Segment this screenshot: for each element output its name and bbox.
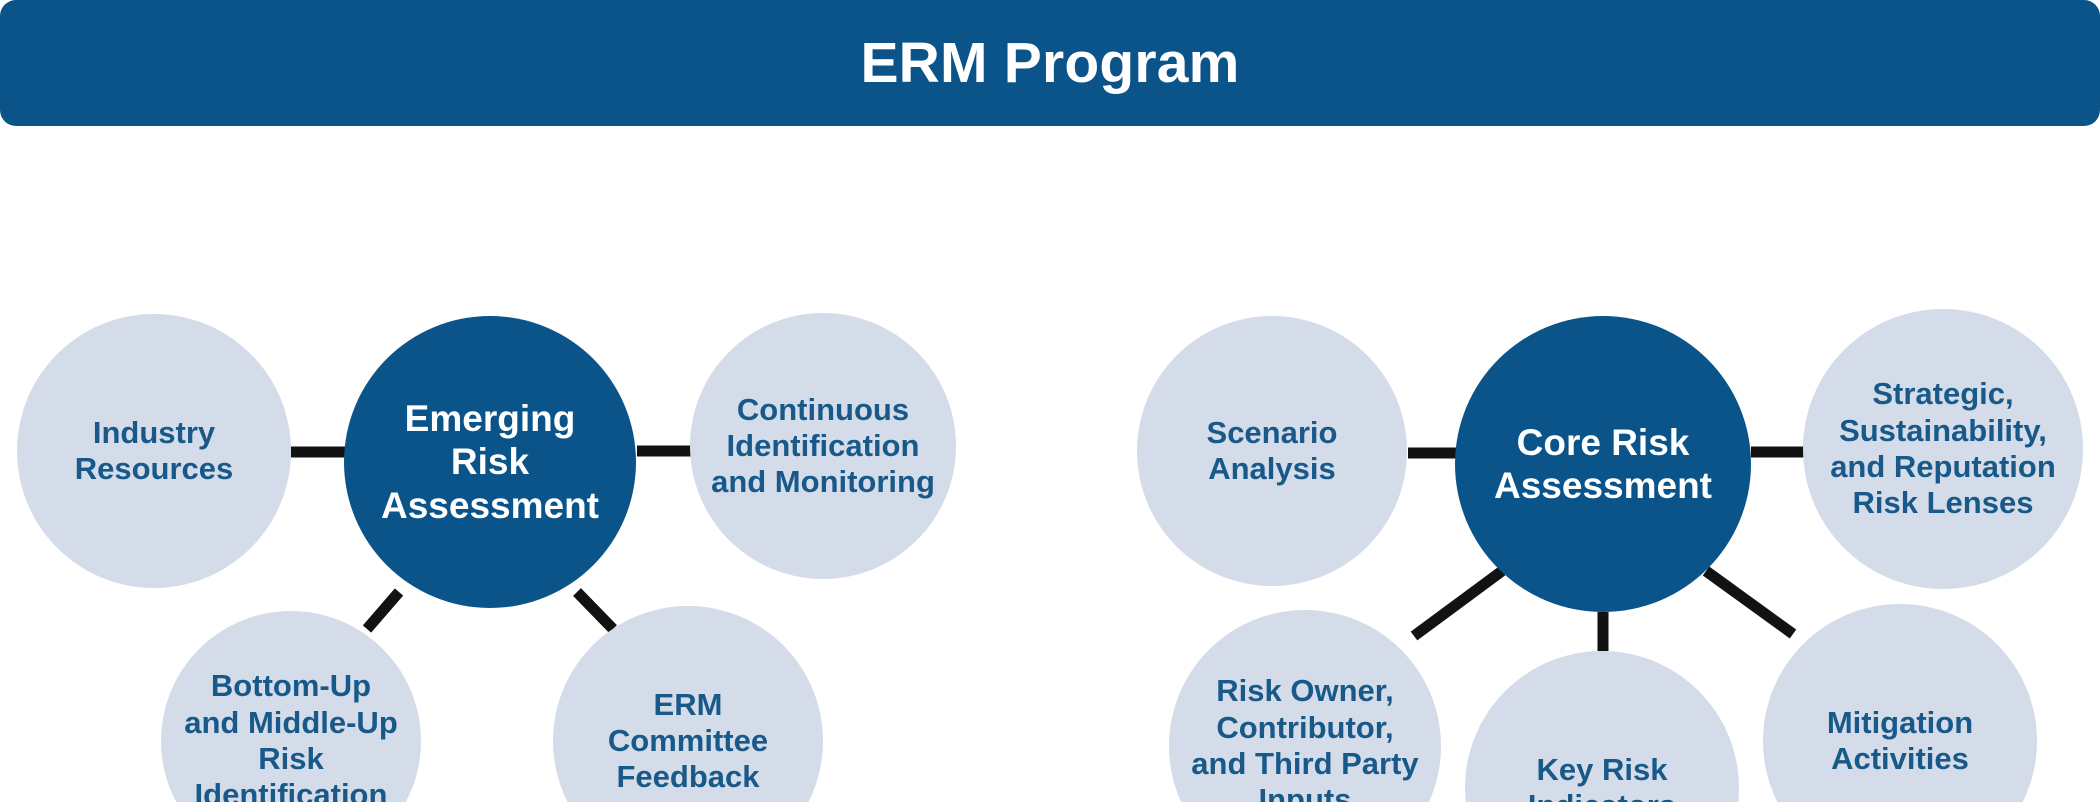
node-label: Emerging Risk Assessment <box>380 398 599 526</box>
spoke-node-industry-resources[interactable]: Industry Resources <box>17 314 291 588</box>
spoke-node-mitigation-activities[interactable]: Mitigation Activities <box>1763 604 2037 802</box>
node-label: Strategic, Sustainability, and Reputatio… <box>1830 376 2056 521</box>
node-label: Continuous Identification and Monitoring <box>711 391 935 500</box>
node-label: Industry Resources <box>74 414 234 486</box>
spoke-node-strategic-sustainability-and-reputation-risk-lenses[interactable]: Strategic, Sustainability, and Reputatio… <box>1803 309 2083 589</box>
node-label: Scenario Analysis <box>1206 414 1338 486</box>
spoke-node-key-risk-indicators[interactable]: Key Risk Indicators <box>1465 651 1739 802</box>
node-label: Bottom-Up and Middle-Up Risk Identificat… <box>184 668 398 802</box>
header-banner: ERM Program <box>0 0 2100 126</box>
node-label: Risk Owner, Contributor, and Third Party… <box>1191 673 1419 802</box>
spoke-node-erm-committee-feedback[interactable]: ERM Committee Feedback <box>553 606 823 802</box>
spoke-node-scenario-analysis[interactable]: Scenario Analysis <box>1137 316 1407 586</box>
page-title: ERM Program <box>860 30 1240 95</box>
spoke-node-bottom-up-and-middle-up-risk-identification[interactable]: Bottom-Up and Middle-Up Risk Identificat… <box>161 611 421 802</box>
node-label: Key Risk Indicators <box>1528 751 1676 802</box>
node-label: Core Risk Assessment <box>1493 421 1712 506</box>
node-label: ERM Committee Feedback <box>607 686 769 795</box>
hub-node-emerging-risk-assessment[interactable]: Emerging Risk Assessment <box>344 316 636 608</box>
spoke-node-risk-owner-contributor-and-third-party-inputs[interactable]: Risk Owner, Contributor, and Third Party… <box>1169 610 1441 802</box>
hub-node-core-risk-assessment[interactable]: Core Risk Assessment <box>1455 316 1751 612</box>
diagram-canvas: Industry Resources Continuous Identificat… <box>0 126 2100 802</box>
node-label: Mitigation Activities <box>1826 704 1974 776</box>
nodes-layer: Industry Resources Continuous Identificat… <box>0 126 2100 802</box>
spoke-node-continuous-identification-and-monitoring[interactable]: Continuous Identification and Monitoring <box>690 313 956 579</box>
